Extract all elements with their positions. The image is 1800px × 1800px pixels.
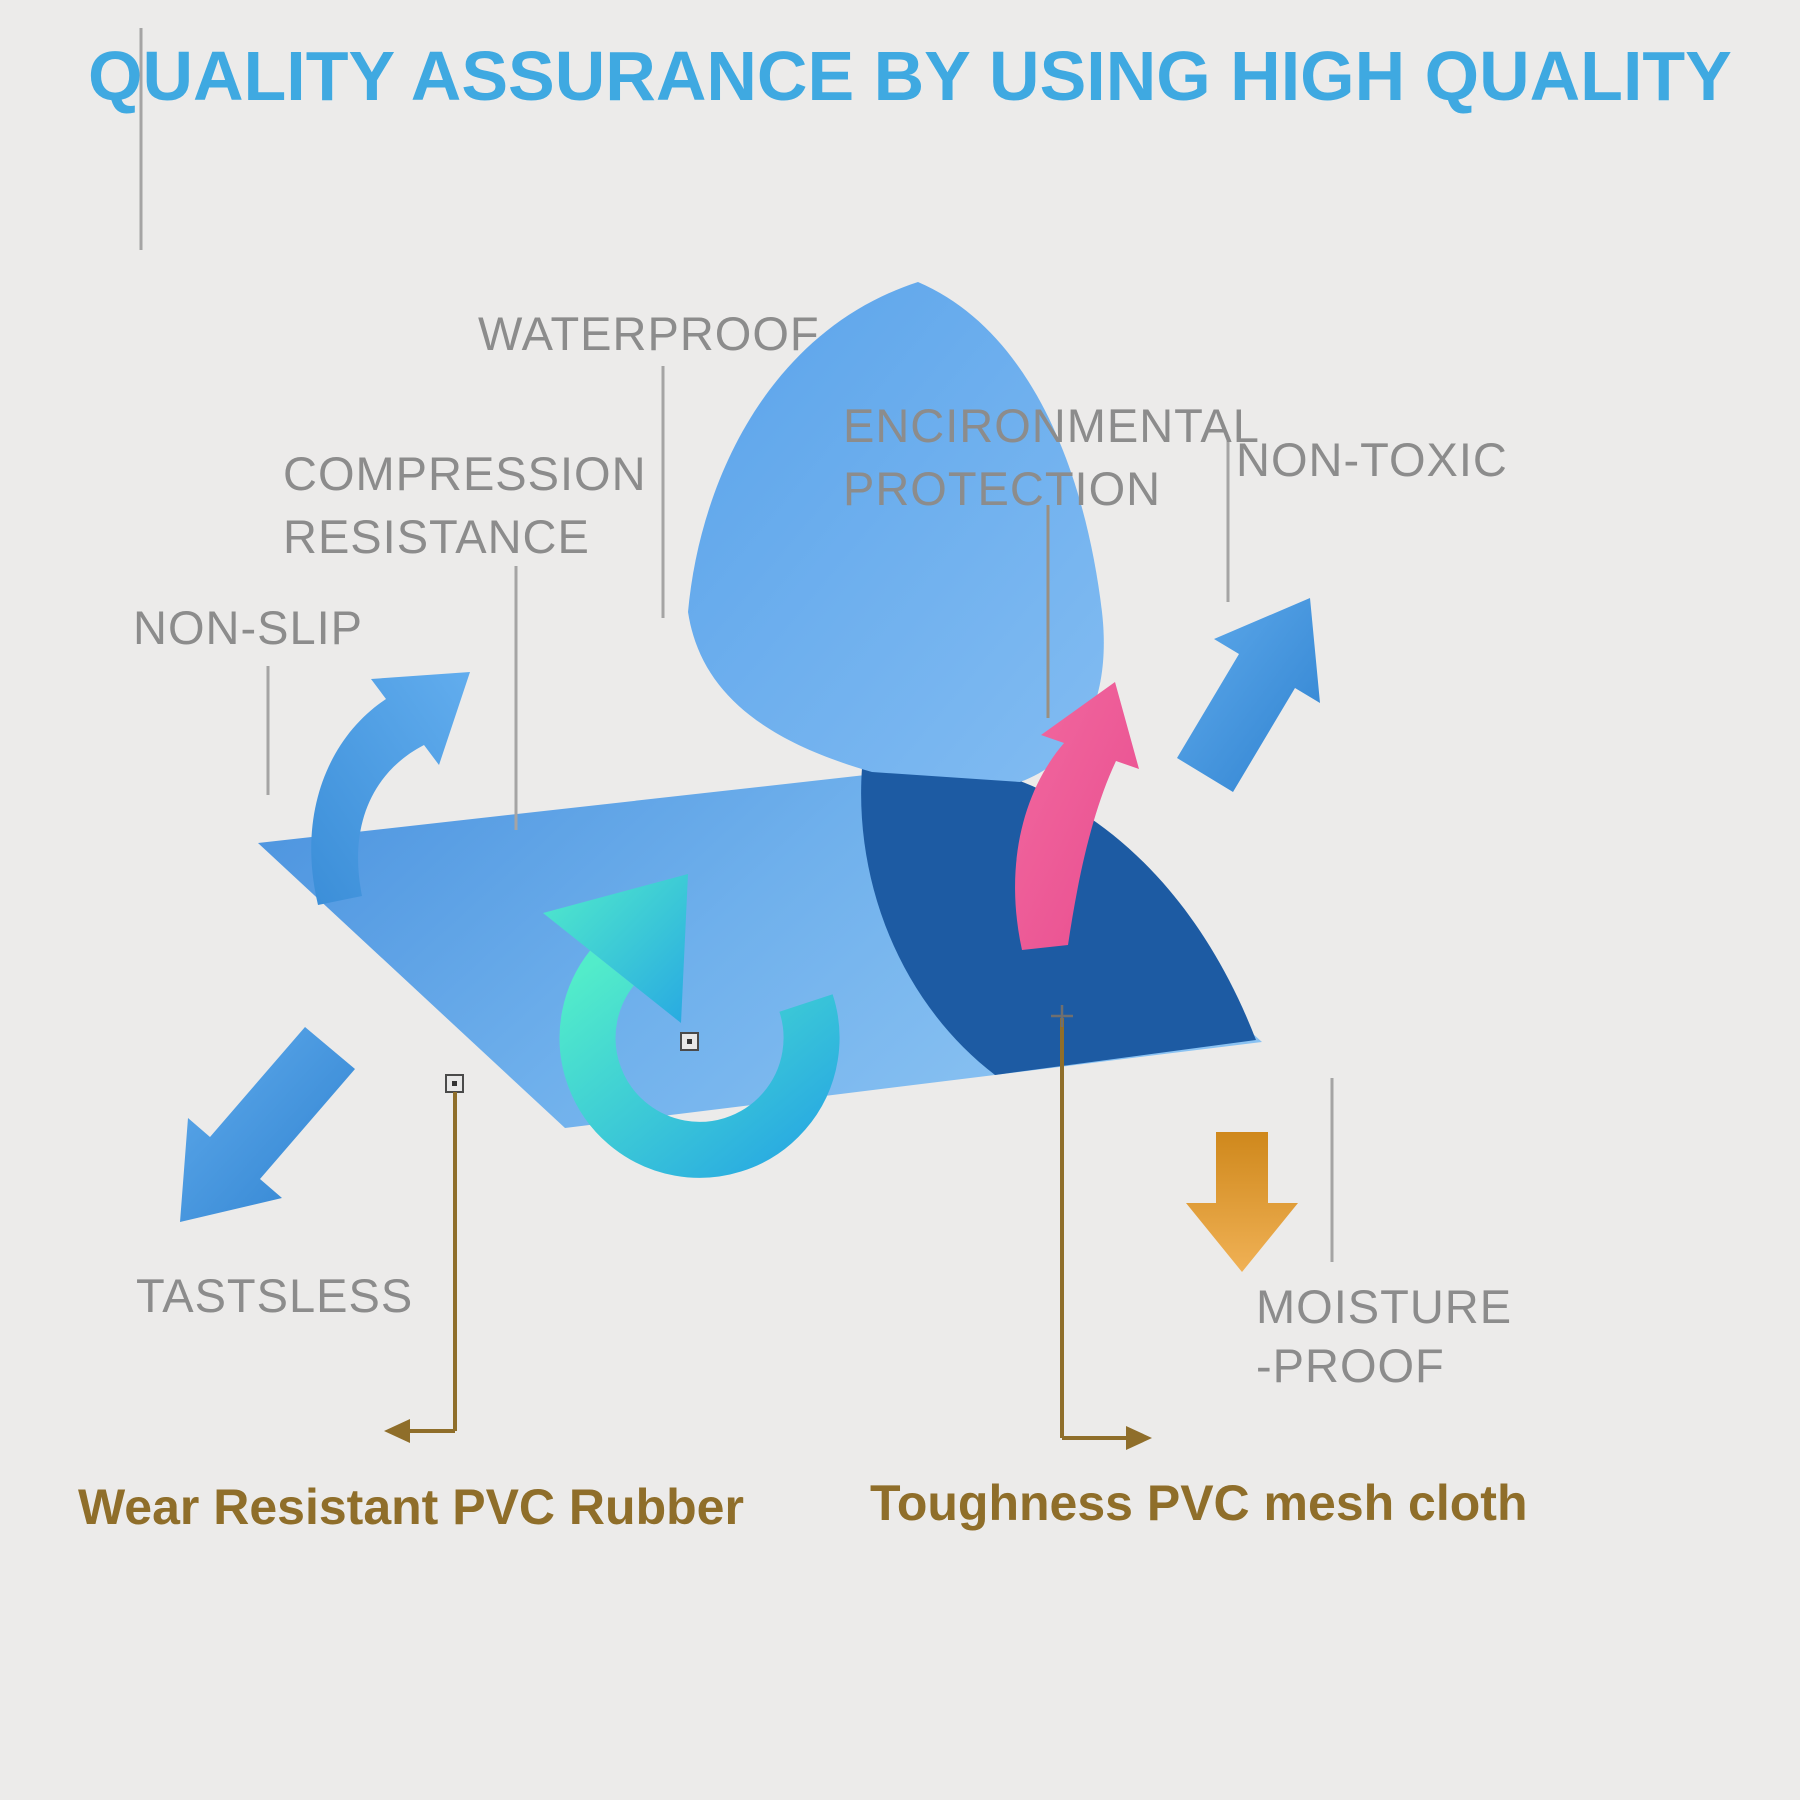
curl-sheet [688,282,1104,782]
handle-square-icon [680,1032,699,1051]
protection-arrow-icon [1015,682,1139,950]
tasteless-arrow-icon [180,1027,355,1222]
label-non-slip: NON-SLIP [133,601,363,654]
label-compression-resistance: COMPRESSION RESISTANCE [283,447,647,564]
caption-wear-resistant-pvc-rubber: Wear Resistant PVC Rubber [78,1479,744,1535]
label-tasteless: TASTSLESS [136,1269,414,1322]
label-environmental-protection: ENCIRONMENTAL PROTECTION [843,399,1260,516]
wear-resistant-pointer-line [384,1092,457,1443]
label-waterproof: WATERPROOF [478,307,820,360]
label-moisture-proof: MOISTURE -PROOF [1256,1280,1513,1392]
caption-toughness-pvc-mesh-cloth: Toughness PVC mesh cloth [870,1475,1528,1531]
non-toxic-arrow-icon [1177,598,1320,792]
toughness-pointer-line [1051,1005,1152,1450]
handle-square-icon [445,1074,464,1093]
rotate-arrow-icon [559,950,840,1178]
non-slip-arrow-icon [311,672,470,905]
page-title: QUALITY ASSURANCE BY USING HIGH QUALITY [88,37,1732,115]
label-non-toxic: NON-TOXIC [1236,433,1508,486]
moisture-arrow-icon [1186,1132,1298,1272]
anchor-cross-icon [1051,1005,1073,1027]
rotate-arrow-head-icon [543,874,688,1023]
